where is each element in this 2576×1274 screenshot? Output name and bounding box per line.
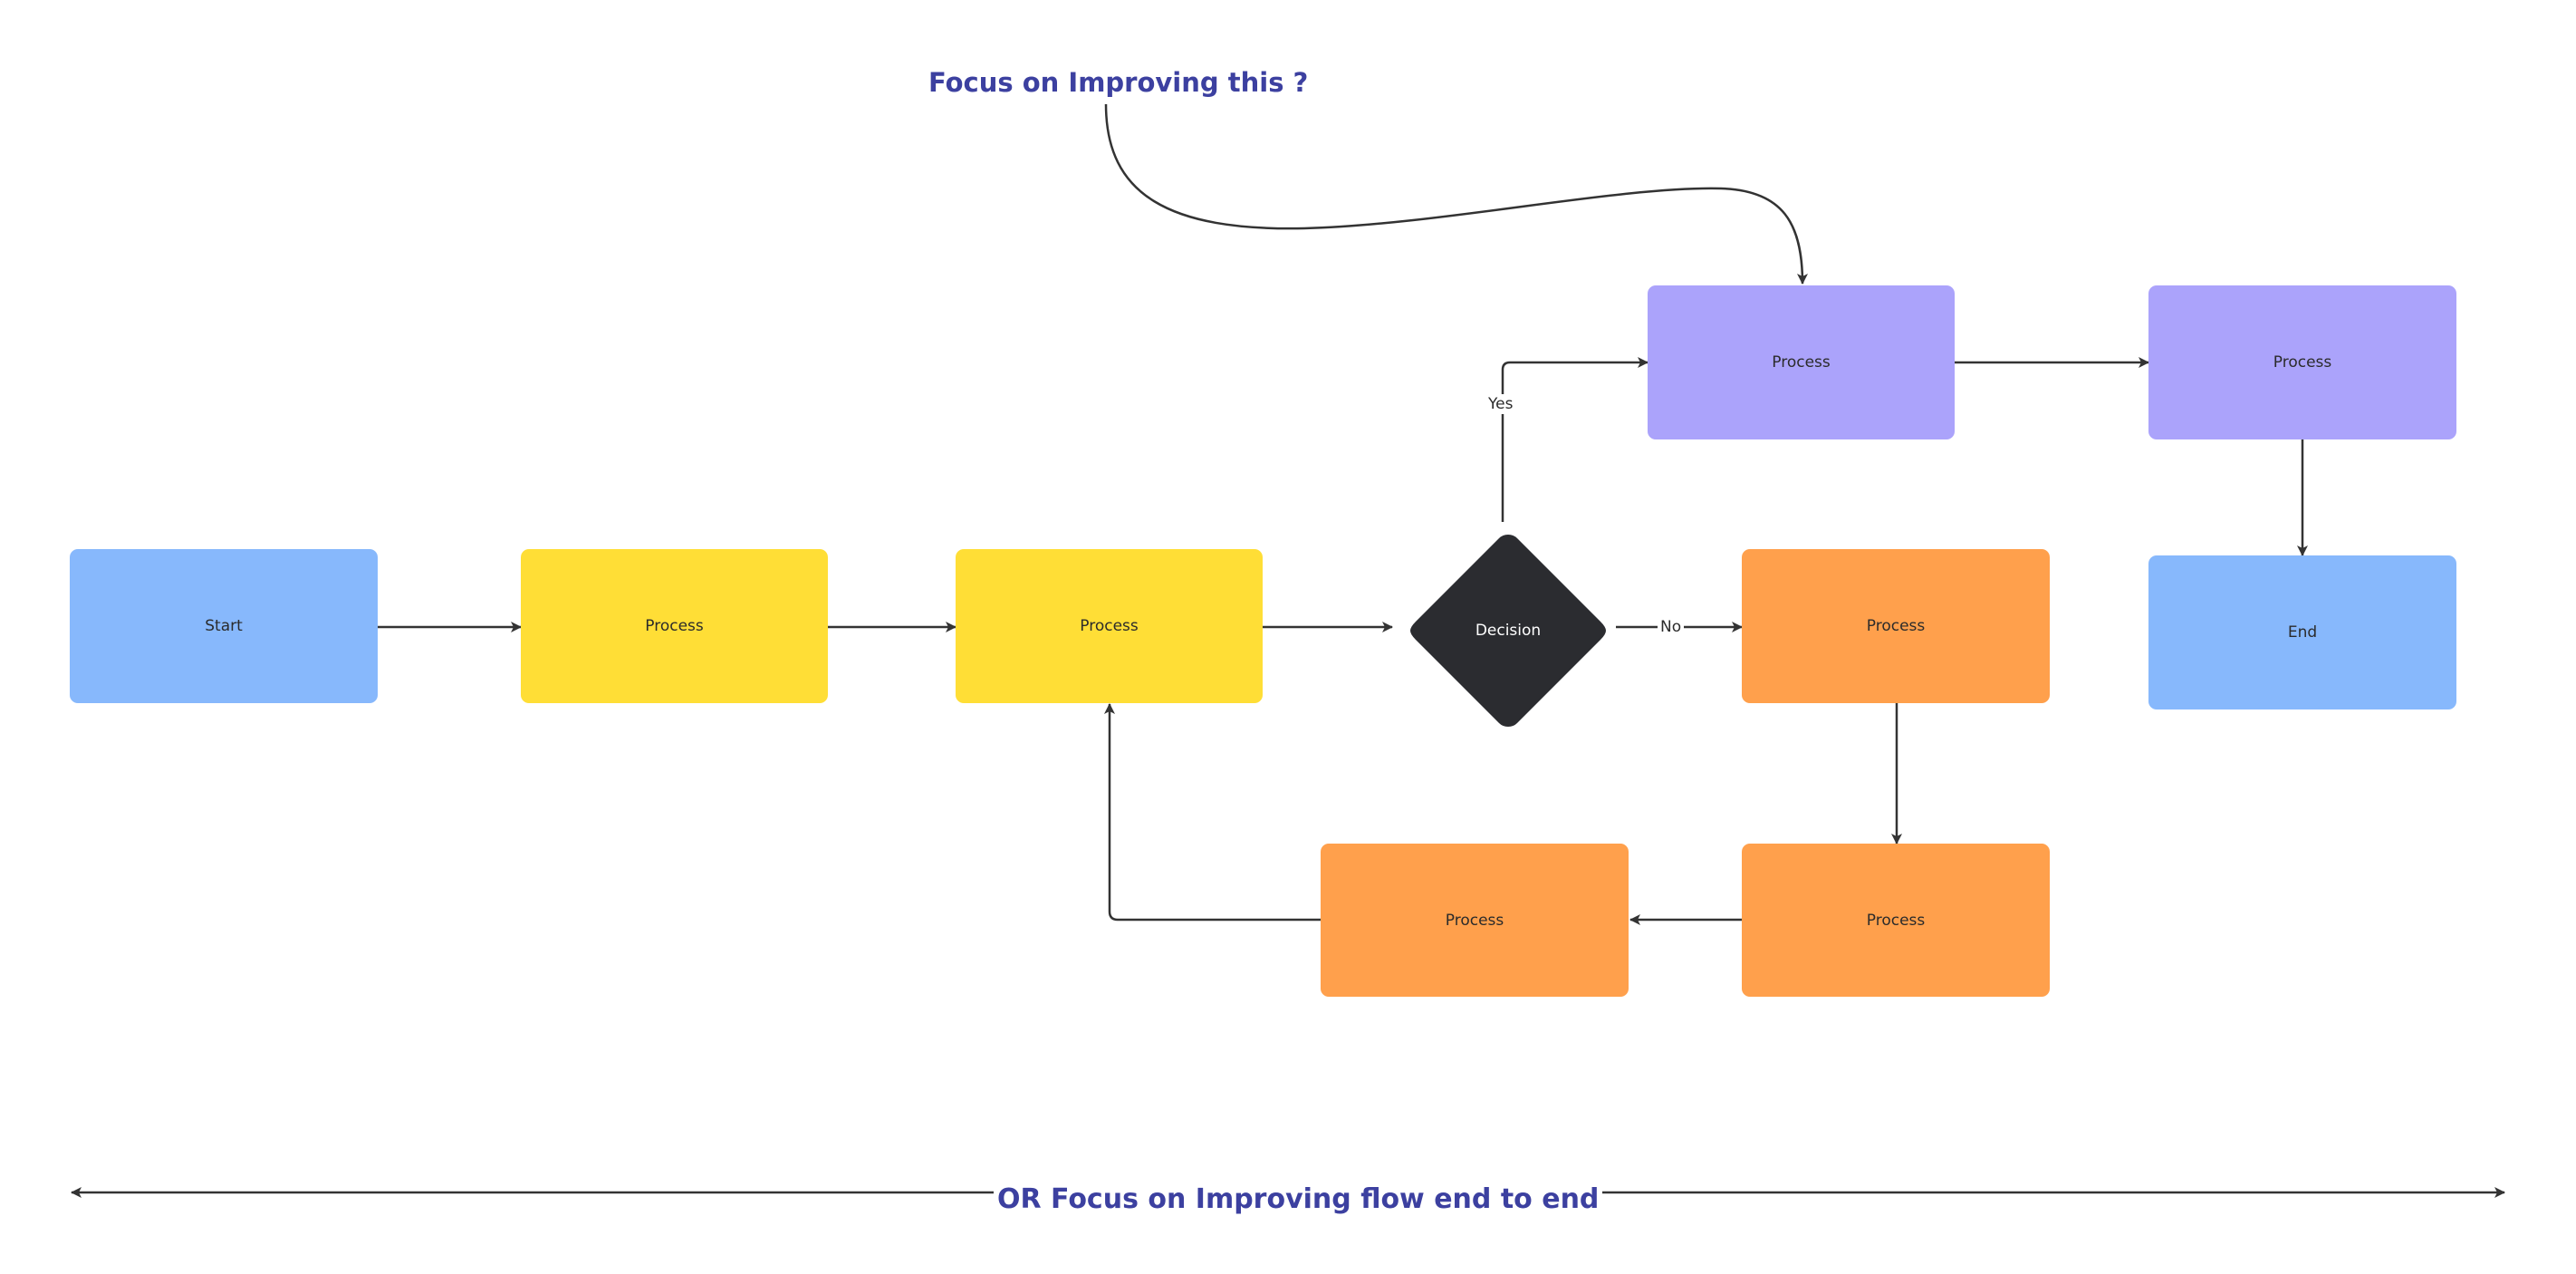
end-node[interactable]: End xyxy=(2148,555,2456,709)
edge-label-yes: Yes xyxy=(1485,394,1516,414)
start-node[interactable]: Start xyxy=(70,549,378,703)
process-node-no-3-label: Process xyxy=(1445,911,1504,930)
process-node-yes-1[interactable]: Process xyxy=(1648,285,1955,439)
process-node-no-2[interactable]: Process xyxy=(1742,844,2050,997)
end-node-label: End xyxy=(2287,623,2318,642)
process-node-1[interactable]: Process xyxy=(521,549,828,703)
annotation-focus-this: Focus on Improving this ? xyxy=(928,67,1309,98)
edge-label-no: No xyxy=(1658,617,1685,637)
process-node-2-label: Process xyxy=(1080,617,1139,635)
process-node-1-label: Process xyxy=(645,617,704,635)
process-node-no-1-label: Process xyxy=(1866,617,1926,635)
process-node-no-3[interactable]: Process xyxy=(1321,844,1629,997)
start-node-label: Start xyxy=(205,617,243,635)
connector-annotation-top xyxy=(1104,103,1808,285)
decision-node-label-box: Decision xyxy=(1407,529,1610,732)
decision-node[interactable] xyxy=(1407,529,1610,732)
process-node-no-1[interactable]: Process xyxy=(1742,549,2050,703)
process-node-yes-2[interactable]: Process xyxy=(2148,285,2456,439)
annotation-focus-end-to-end: OR Focus on Improving flow end to end xyxy=(994,1183,1603,1215)
process-node-yes-1-label: Process xyxy=(1772,353,1831,372)
process-node-2[interactable]: Process xyxy=(956,549,1263,703)
connector-no-3-to-process-2 xyxy=(1104,703,1321,922)
decision-node-label: Decision xyxy=(1475,622,1542,640)
process-node-no-2-label: Process xyxy=(1866,911,1926,930)
process-node-yes-2-label: Process xyxy=(2273,353,2332,372)
connector-decision-yes xyxy=(1501,357,1648,522)
